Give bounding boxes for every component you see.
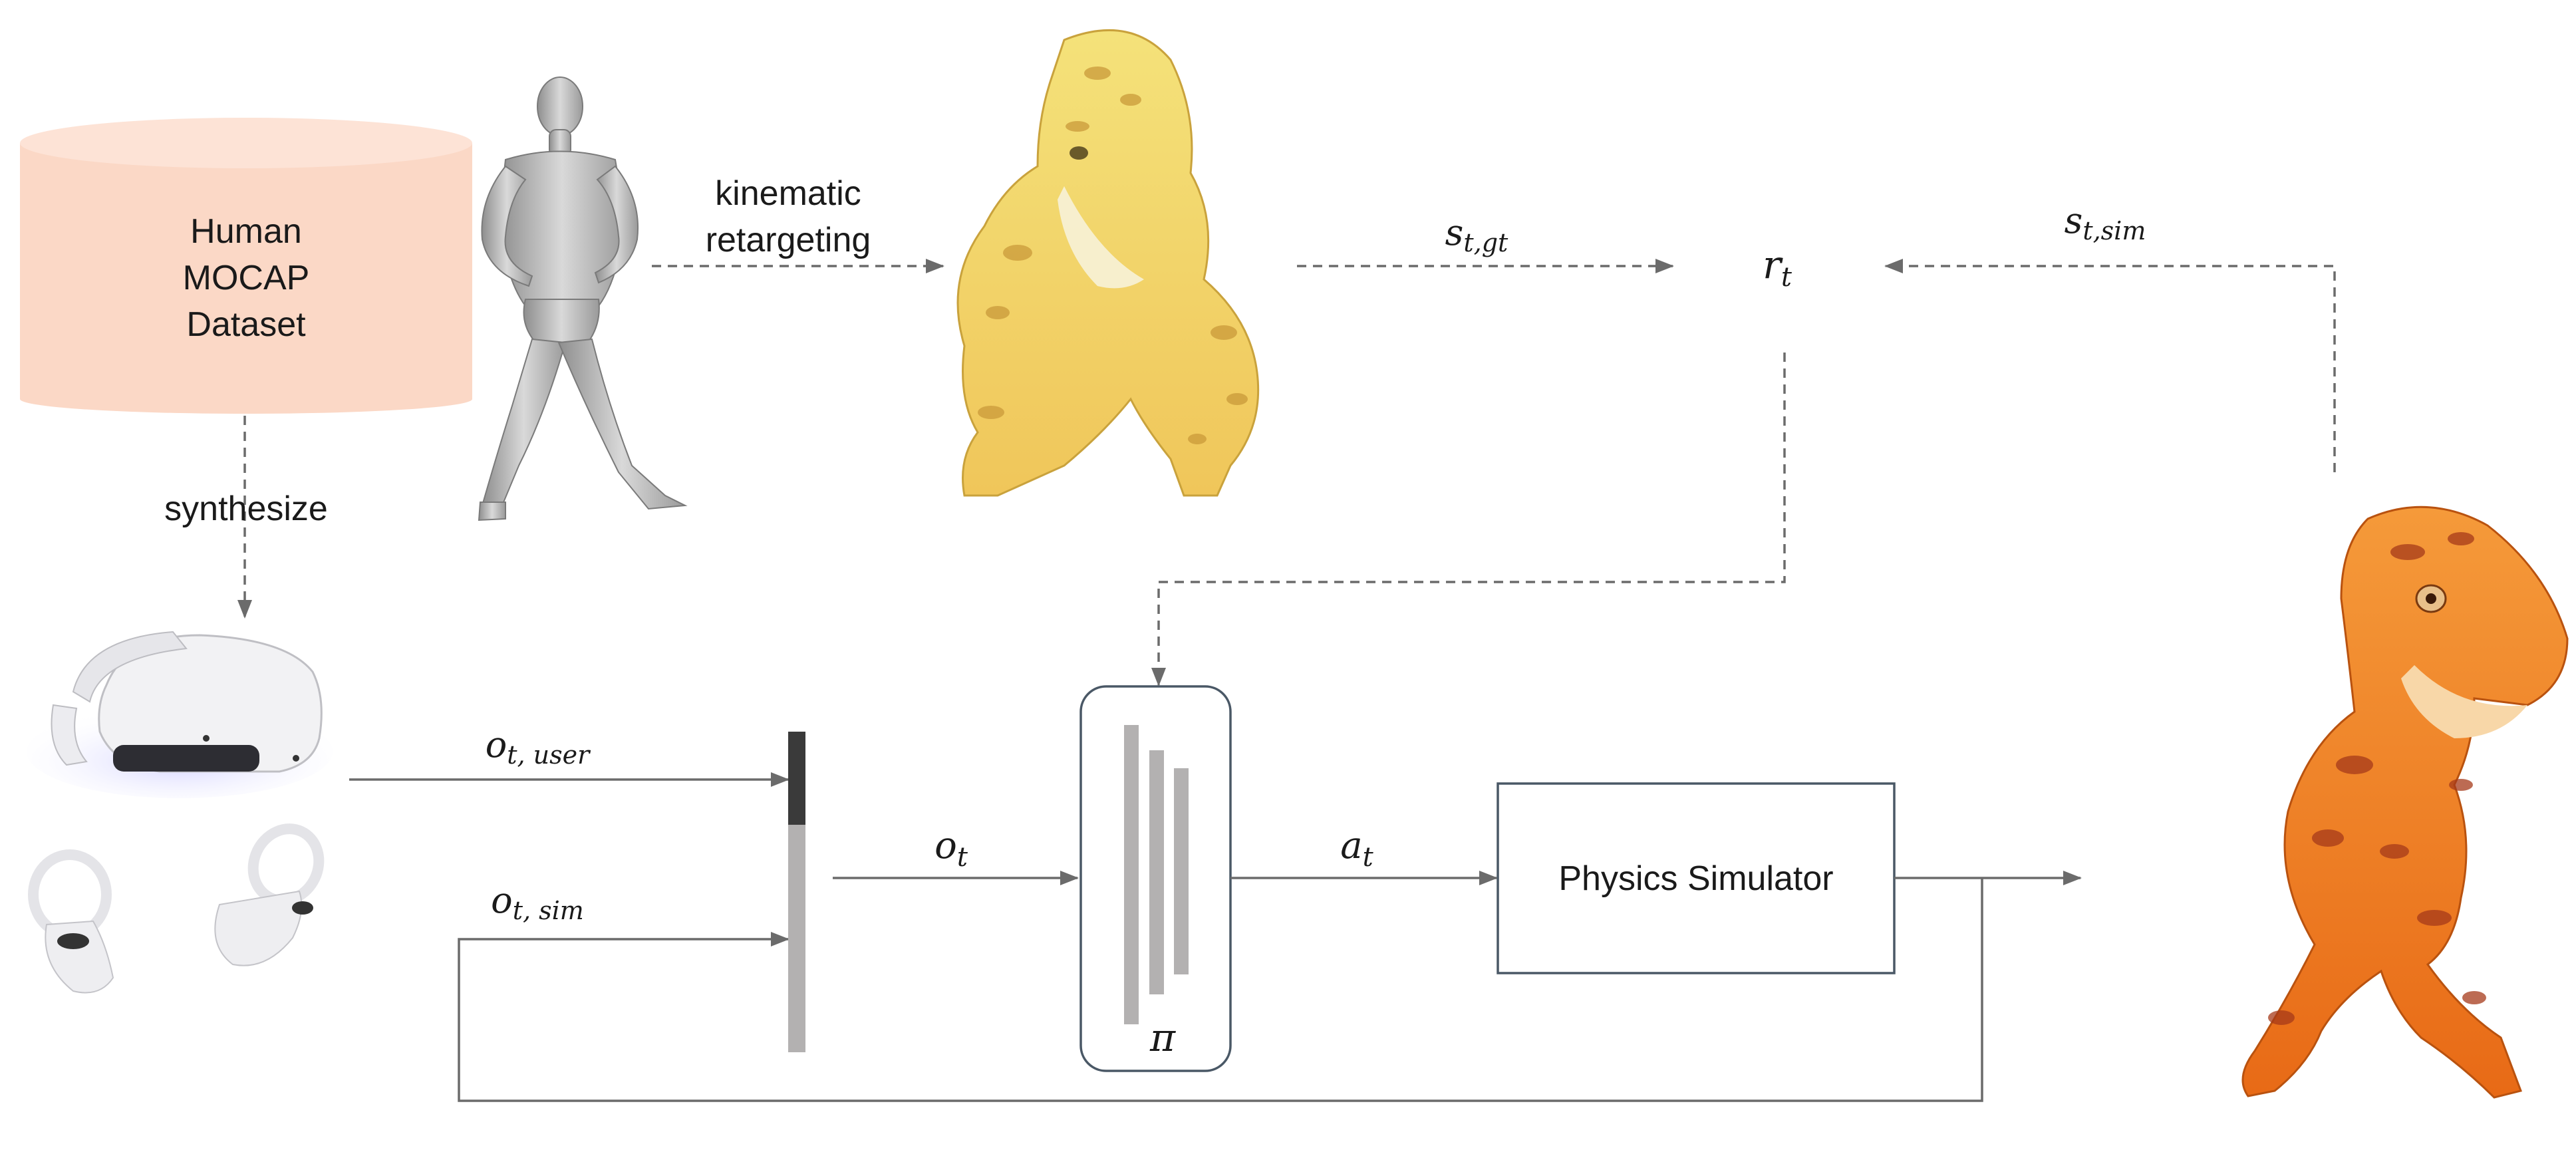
sim-observation-feedback-arrow	[458, 878, 1983, 1102]
physics-simulator-box: Physics Simulator	[1497, 782, 1896, 974]
observation-symbol: ot	[934, 824, 968, 873]
dataset-label-line2: MOCAP	[183, 259, 310, 297]
reward-symbol: rt	[1763, 242, 1792, 293]
sim-observation-symbol: ot, sim	[491, 879, 584, 925]
retargeting-label-line2: retargeting	[706, 221, 871, 259]
observation-concat-bar	[788, 732, 805, 1052]
dataset-label-line3: Dataset	[186, 305, 306, 344]
physics-simulator-label: Physics Simulator	[1558, 859, 1833, 898]
action-symbol: at	[1340, 824, 1373, 873]
vr-headset-icon	[27, 631, 333, 798]
human-mesh-figure	[478, 76, 688, 521]
user-observation-symbol: ot, user	[486, 724, 591, 770]
simulated-state-arrow	[1884, 259, 2336, 472]
reference-state-symbol: st,gt	[1445, 212, 1508, 257]
retargeting-label-line1: kinematic	[715, 174, 861, 213]
policy-symbol: π	[1149, 1015, 1176, 1060]
synthesize-label: synthesize	[164, 490, 328, 528]
reward-to-policy-arrow	[1151, 353, 1786, 686]
dataset-cylinder: Human MOCAP Dataset	[20, 118, 472, 414]
simulated-dinosaur-figure	[2241, 506, 2569, 1099]
vr-controller-left-icon	[28, 849, 114, 994]
policy-network-box: π	[1079, 685, 1232, 1072]
vr-controller-right-icon	[214, 823, 325, 966]
simulated-state-symbol: st,sim	[2065, 200, 2146, 245]
retargeted-dinosaur-figure	[956, 29, 1260, 497]
dataset-label-line1: Human	[190, 212, 302, 251]
